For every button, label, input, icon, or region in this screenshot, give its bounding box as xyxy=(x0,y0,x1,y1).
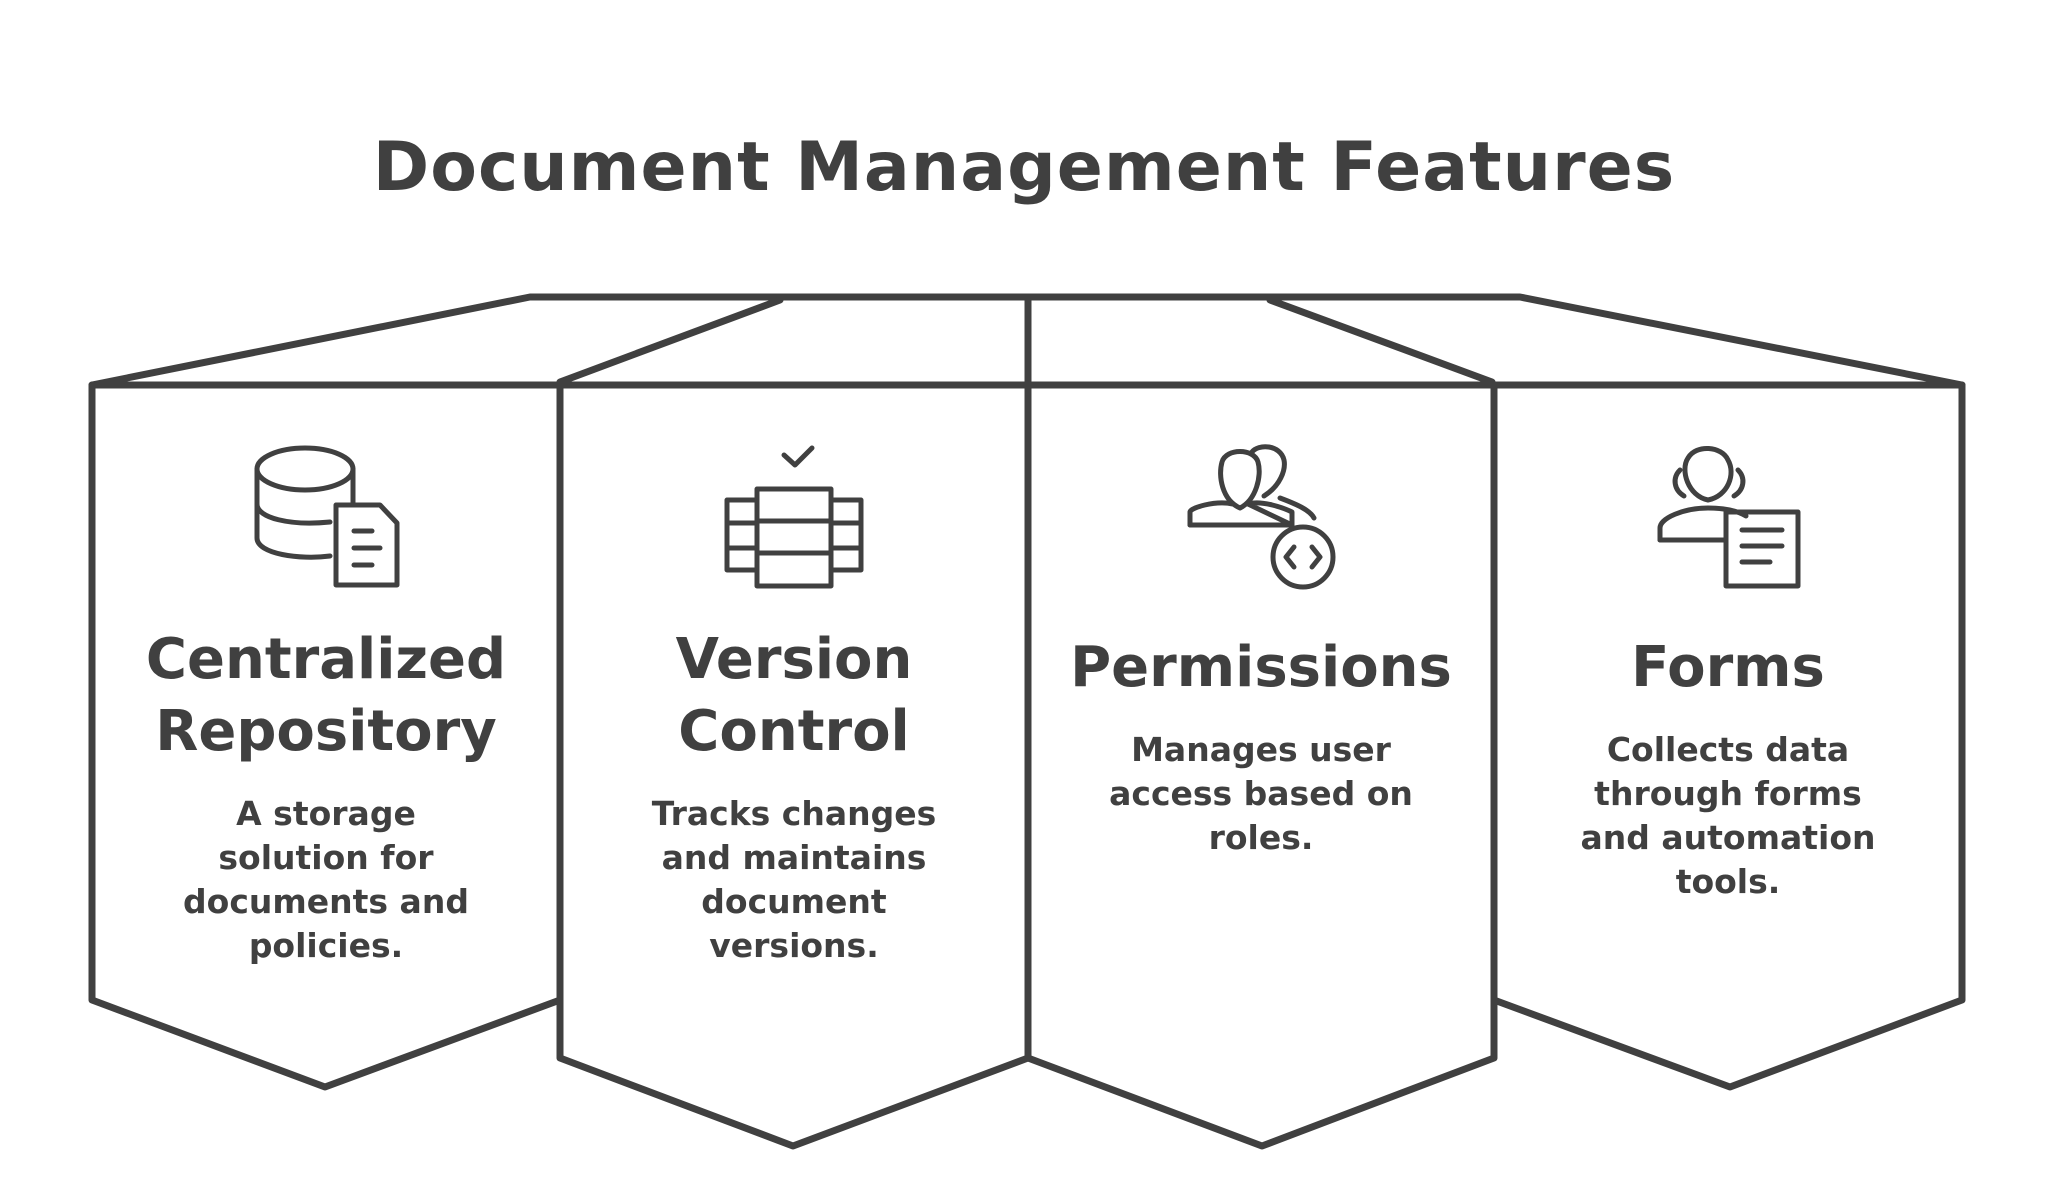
panel-description: A storage solution for documents and pol… xyxy=(183,794,469,965)
panel-heading: Version Control xyxy=(675,627,913,764)
database-document-icon xyxy=(254,445,400,588)
panel-3-shape xyxy=(1024,381,1498,1150)
panel-4-shape xyxy=(1490,381,1966,1091)
person-form-icon xyxy=(1657,446,1801,589)
panel-heading: Permissions xyxy=(1070,635,1452,700)
version-stack-icon xyxy=(724,445,864,589)
panel-permissions: Permissions Manages user access based on… xyxy=(1051,632,1471,860)
panel-forms: Forms Collects data through forms and au… xyxy=(1518,632,1938,904)
panel-description: Tracks changes and maintains document ve… xyxy=(651,794,937,965)
users-code-icon xyxy=(1187,444,1336,590)
frame-ridge-diagonal-right xyxy=(1266,296,1496,386)
panel-version-control: Version Control Tracks changes and maint… xyxy=(584,624,1004,968)
panel-heading: Forms xyxy=(1631,635,1825,700)
diagram-title: Document Management Features xyxy=(372,128,1676,207)
panel-heading: Centralized Repository xyxy=(145,627,507,764)
panel-centralized-repository: Centralized Repository A storage solutio… xyxy=(116,624,536,968)
panel-description: Collects data through forms and automati… xyxy=(1580,730,1876,901)
panel-description: Manages user access based on roles. xyxy=(1109,730,1413,857)
frame-ridge-diagonal-left xyxy=(556,296,784,386)
panel-1-shape xyxy=(88,381,564,1091)
panel-2-shape xyxy=(556,381,1032,1150)
frame-top-ridge xyxy=(88,293,1966,389)
